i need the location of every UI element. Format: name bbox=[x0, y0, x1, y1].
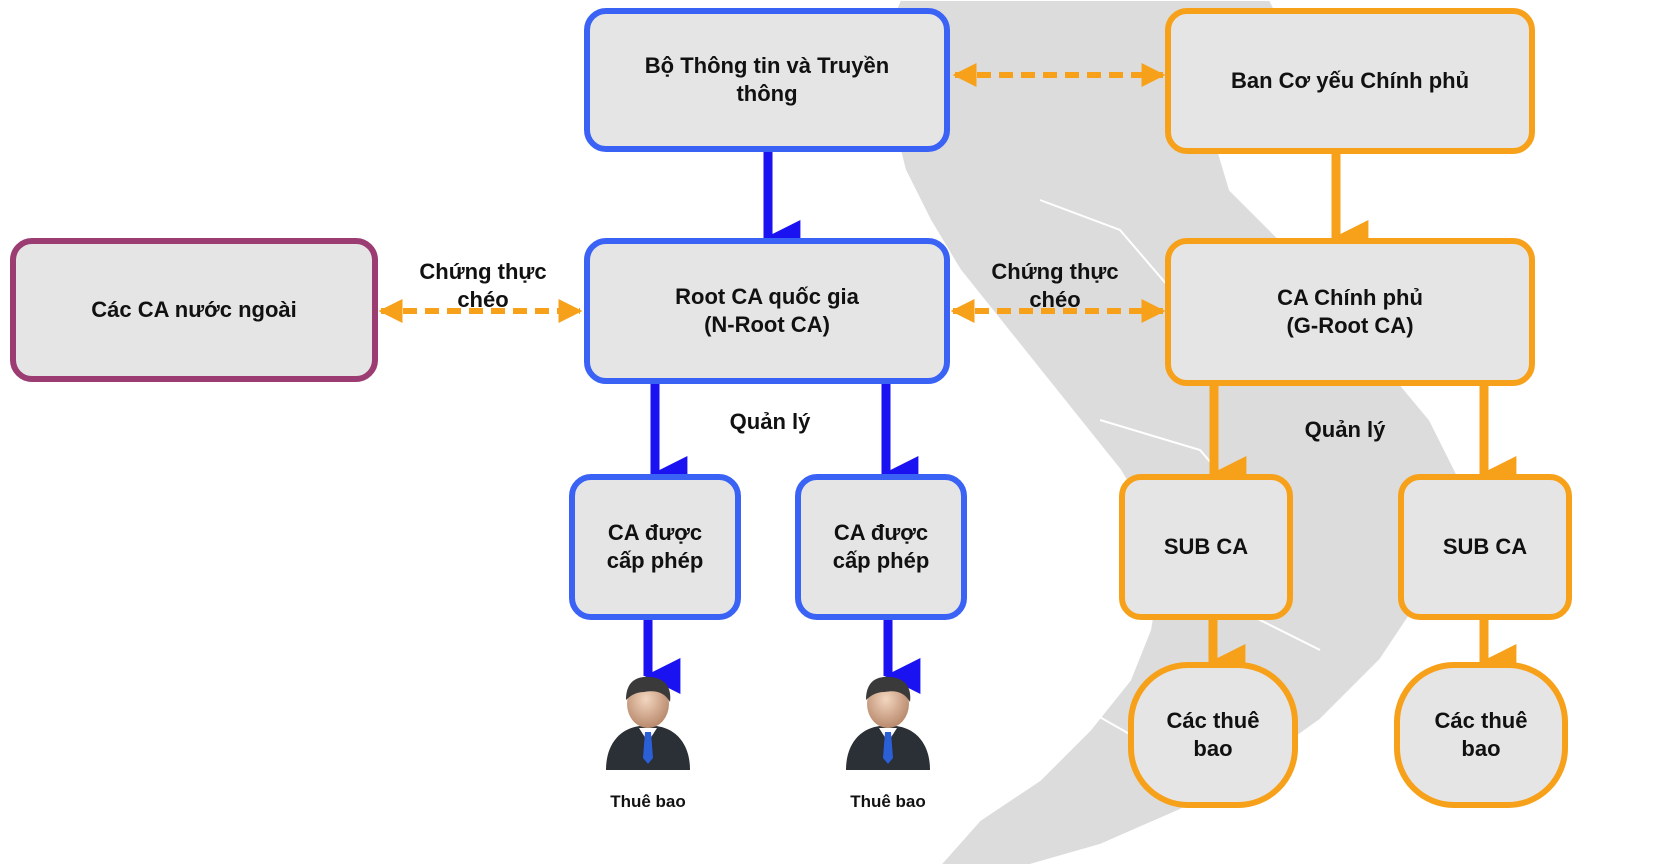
node-cac-ca-nuoc-ngoai: Các CA nước ngoài bbox=[10, 238, 378, 382]
label-quan-ly-right: Quản lý bbox=[1304, 417, 1386, 442]
node-cac-thue-bao-2: Các thuê bao bbox=[1394, 662, 1568, 808]
businessman-icon bbox=[606, 676, 690, 770]
node-sub-ca-2: SUB CA bbox=[1398, 474, 1572, 620]
label-cross-cert-left: Chứng thực chéo bbox=[419, 259, 547, 312]
label-subscriber-2: Thuê bao bbox=[850, 792, 926, 811]
label-cross-cert-right: Chứng thực chéo bbox=[991, 259, 1119, 312]
node-bo-thong-tin-truyen-thong: Bộ Thông tin và Truyền thông bbox=[584, 8, 950, 152]
node-sub-ca-1: SUB CA bbox=[1119, 474, 1293, 620]
node-ca-duoc-cap-phep-1: CA được cấp phép bbox=[569, 474, 741, 620]
label-quan-ly-left: Quản lý bbox=[729, 409, 811, 434]
node-ca-duoc-cap-phep-2: CA được cấp phép bbox=[795, 474, 967, 620]
node-root-ca-quoc-gia: Root CA quốc gia (N-Root CA) bbox=[584, 238, 950, 384]
node-cac-thue-bao-1: Các thuê bao bbox=[1128, 662, 1298, 808]
label-subscriber-1: Thuê bao bbox=[610, 792, 686, 811]
node-ban-co-yeu-chinh-phu: Ban Cơ yếu Chính phủ bbox=[1165, 8, 1535, 154]
businessman-icon bbox=[846, 676, 930, 770]
node-ca-chinh-phu: CA Chính phủ (G-Root CA) bbox=[1165, 238, 1535, 386]
